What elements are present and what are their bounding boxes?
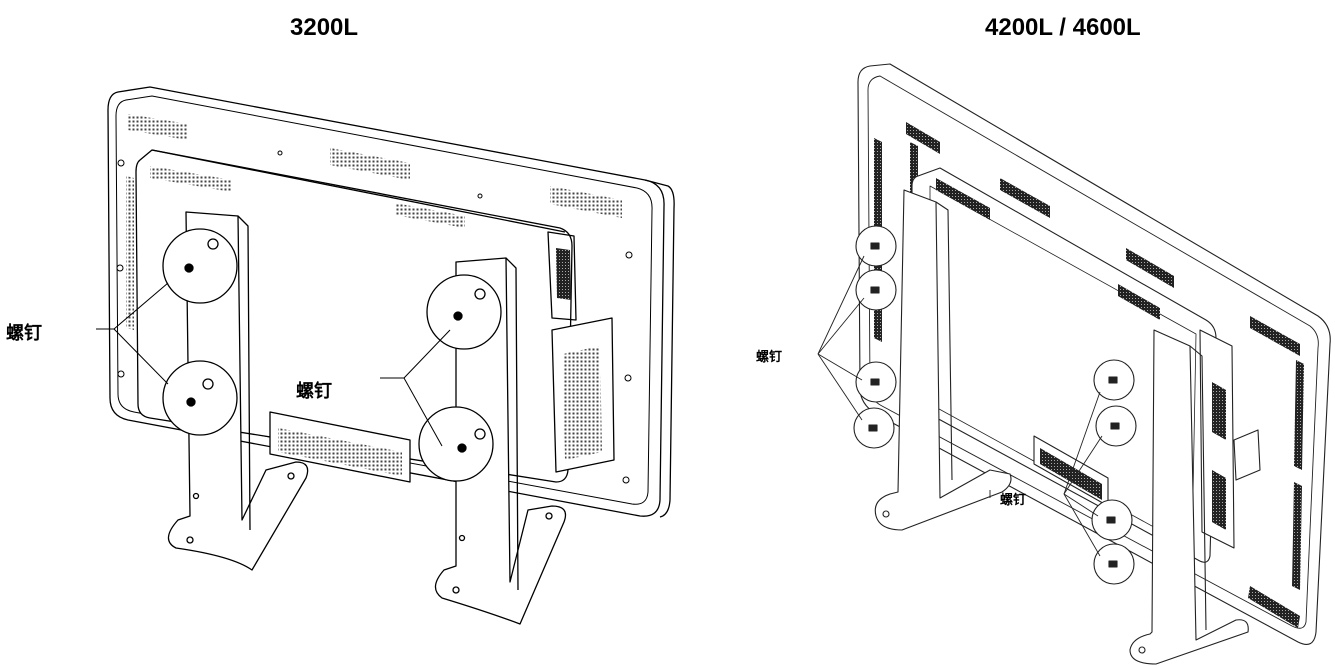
side-grille-left	[126, 176, 134, 330]
right-stand	[434, 257, 567, 625]
screw-circle-r4	[853, 407, 895, 449]
screw-circle-r2	[855, 269, 897, 311]
screw-circle-r6	[1095, 405, 1137, 447]
inner-panel-large	[911, 167, 1217, 563]
screw-callout-right-inner: 螺钉	[1000, 493, 1027, 508]
inner-grille-a	[150, 166, 232, 192]
screw-circle-right-bottom	[418, 406, 494, 482]
inner-grille-b	[395, 203, 465, 228]
top-grille-mid	[330, 148, 410, 180]
model-title-4200l-4600l: 4200L / 4600L	[985, 14, 1141, 41]
callout-leaders-right	[817, 255, 1103, 557]
left-stand-large	[874, 189, 1012, 531]
monitor-4200l-4600l-drawing	[817, 63, 1331, 665]
model-title-3200l: 3200L	[290, 14, 359, 41]
screw-circle-r7	[1091, 499, 1133, 541]
screw-circle-r8	[1093, 543, 1135, 585]
top-grille-right	[550, 186, 622, 218]
screw-circle-r5	[1093, 359, 1135, 401]
screw-circle-left-bottom	[162, 360, 238, 436]
screw-circle-left-top	[162, 228, 238, 304]
callout-leaders-left	[96, 282, 451, 447]
screw-circle-right-top	[426, 274, 502, 350]
screw-circle-r1	[855, 225, 897, 267]
top-grille-left	[128, 114, 188, 140]
monitor-3200l-drawing	[96, 86, 675, 625]
screw-callout-left-inner: 螺钉	[296, 381, 332, 402]
right-stand-large	[1129, 329, 1249, 665]
screw-callout-right-outer: 螺钉	[756, 350, 783, 365]
screw-callout-left-outer: 螺钉	[6, 323, 42, 344]
screw-circle-r3	[855, 361, 897, 403]
